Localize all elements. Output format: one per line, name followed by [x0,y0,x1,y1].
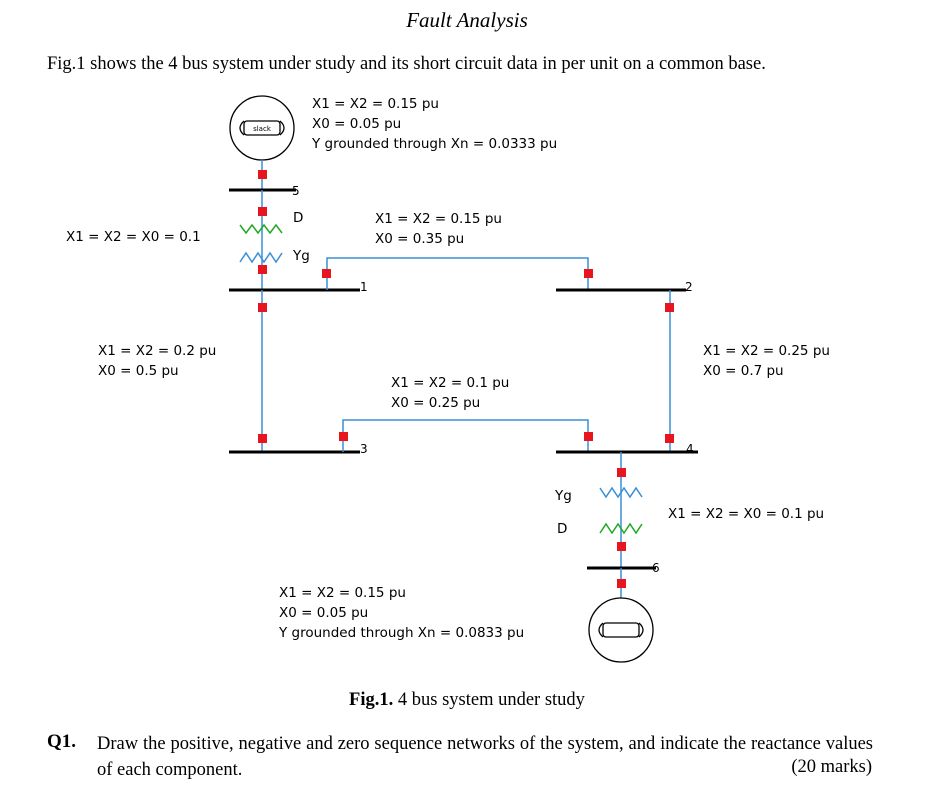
breaker-line24-bus2[interactable] [665,303,674,312]
line34-x0-label: X0 = 0.25 pu [391,395,480,411]
breaker-line13-bus3[interactable] [258,434,267,443]
bus-2-label: 2 [685,280,693,294]
line13-x0-label: X0 = 0.5 pu [98,363,179,379]
page-title: Fault Analysis [406,8,528,32]
t2-winding-bottom-label: D [557,521,567,537]
line12-x1x2-label: X1 = X2 = 0.15 pu [375,211,502,227]
t1-winding-bottom-label: Yg [292,248,310,264]
breaker-line34-bus4[interactable] [584,432,593,441]
bus-3-label: 3 [360,442,368,456]
generator-1[interactable]: slack [229,95,295,161]
breaker-t2-bottom[interactable] [617,542,626,551]
breaker-gen1[interactable] [258,170,267,179]
bus-6-label: 6 [652,561,660,575]
breaker-t1-bottom[interactable] [258,265,267,274]
transformer-1[interactable] [239,223,283,264]
intro-paragraph: Fig.1 shows the 4 bus system under study… [47,54,766,74]
breaker-t2-top[interactable] [617,468,626,477]
figure-caption-text: 4 bus system under study [393,690,585,710]
breaker-gen2[interactable] [617,579,626,588]
breaker-line12-bus1[interactable] [322,269,331,278]
gen1-x0-label: X0 = 0.05 pu [312,116,401,132]
gen2-ground-label: Y grounded through Xn = 0.0833 pu [278,625,524,641]
bus-1-label: 1 [360,280,368,294]
bus-5-label: 5 [292,184,300,198]
transformer-2[interactable] [599,486,643,535]
breaker-line13-bus1[interactable] [258,303,267,312]
generator-2[interactable] [588,597,654,663]
breaker-line24-bus4[interactable] [665,434,674,443]
figure-caption-number: Fig.1. [349,690,394,710]
breaker-line34-bus3[interactable] [339,432,348,441]
t2-reactance-label: X1 = X2 = X0 = 0.1 pu [668,506,824,522]
line34-x1x2-label: X1 = X2 = 0.1 pu [391,375,509,391]
line-3-4[interactable] [342,419,589,452]
bus-4-label: 4 [686,442,694,456]
line24-x1x2-label: X1 = X2 = 0.25 pu [703,343,830,359]
generator-1-symbol-text: slack [253,125,272,133]
gen2-x1x2-label: X1 = X2 = 0.15 pu [279,585,406,601]
question-text: Draw the positive, negative and zero seq… [97,734,873,780]
figure-caption: Fig.1. 4 bus system under study [0,690,934,711]
line13-x1x2-label: X1 = X2 = 0.2 pu [98,343,216,359]
t1-reactance-label: X1 = X2 = X0 = 0.1 [66,229,201,245]
breaker-t1-top[interactable] [258,207,267,216]
gen2-x0-label: X0 = 0.05 pu [279,605,368,621]
question-number: Q1. [47,731,77,752]
question-marks: (20 marks) [791,757,872,777]
gen1-x1x2-label: X1 = X2 = 0.15 pu [312,96,439,112]
t1-winding-top-label: D [293,210,303,226]
breaker-line12-bus2[interactable] [584,269,593,278]
t2-winding-top-label: Yg [554,488,572,504]
line24-x0-label: X0 = 0.7 pu [703,363,784,379]
gen1-ground-label: Y grounded through Xn = 0.0333 pu [311,136,557,152]
line12-x0-label: X0 = 0.35 pu [375,231,464,247]
